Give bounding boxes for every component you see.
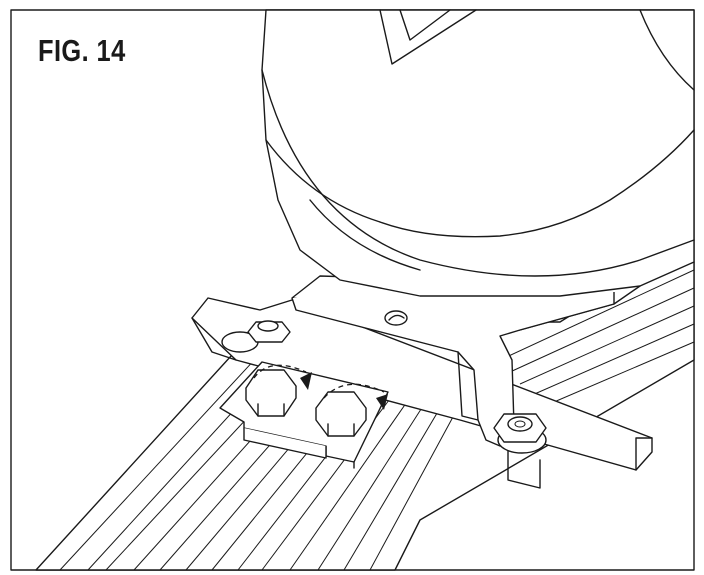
right-bracket-bolt xyxy=(493,413,547,454)
figure-label: FIG. 14 xyxy=(38,33,126,68)
bracket-hole xyxy=(384,310,408,326)
clamp-bolt-left xyxy=(245,369,297,417)
motor-housing xyxy=(261,9,695,297)
left-plate-bolt xyxy=(221,320,291,353)
rotation-arrows xyxy=(253,364,388,410)
clamp-bolt-right xyxy=(315,391,367,437)
